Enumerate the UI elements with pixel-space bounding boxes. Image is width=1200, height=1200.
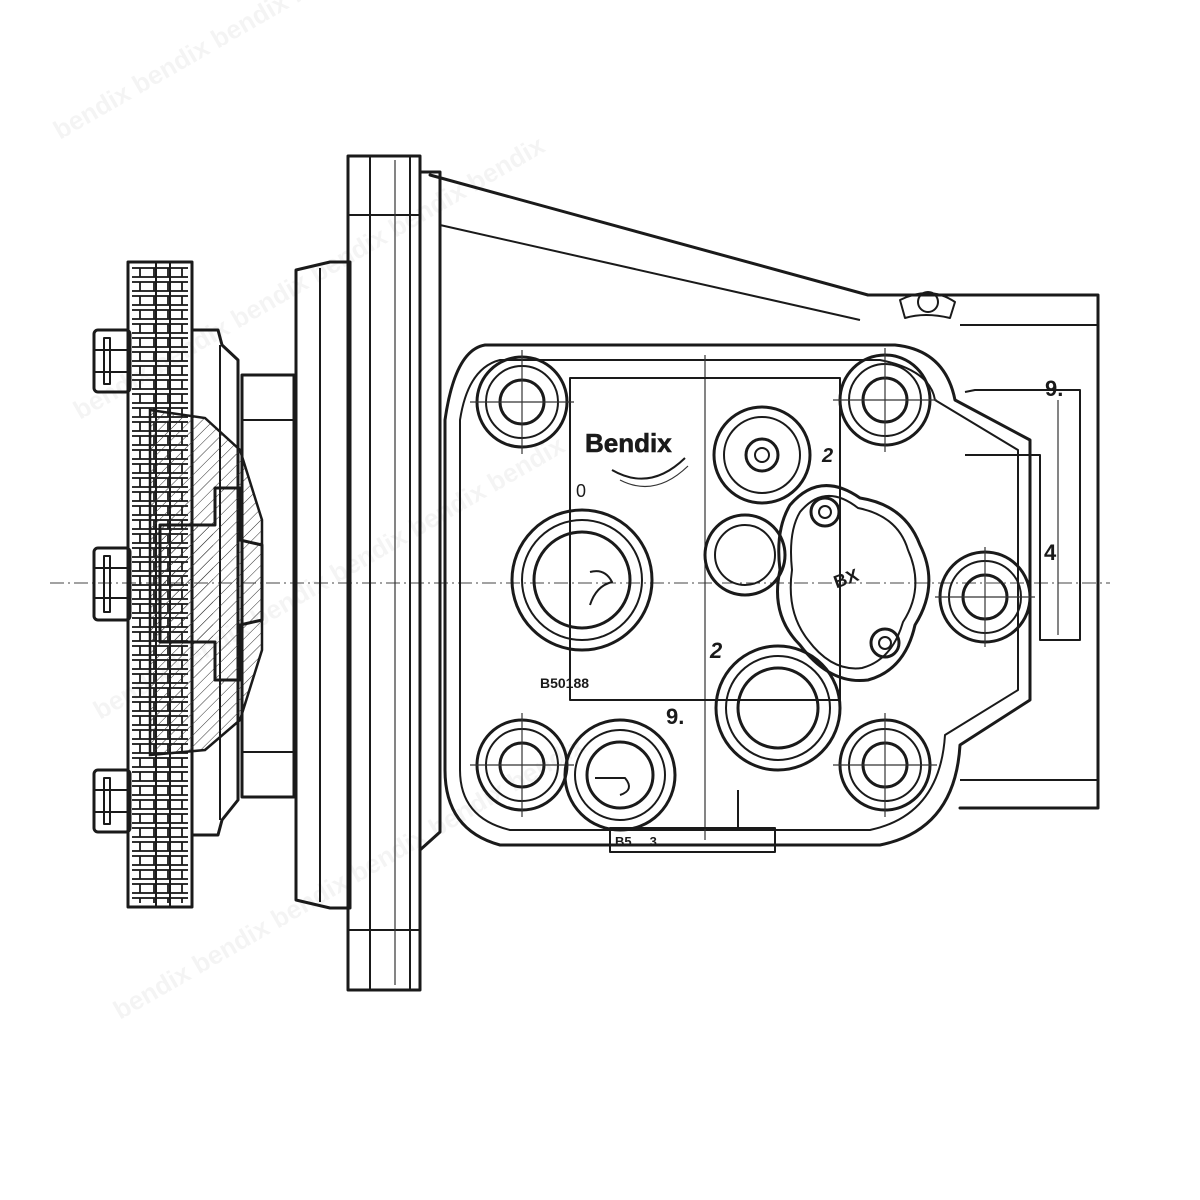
bolt-head-right (935, 547, 1035, 647)
bolt-top (92, 328, 132, 394)
bottom-nameplate (609, 790, 776, 853)
svg-text:bendix bendix bendix bendix be: bendix bendix bendix bendix bendix bendi… (48, 0, 530, 145)
crankcase-body (418, 170, 1100, 852)
port-label-0: 0 (576, 481, 586, 501)
brand-swoosh-2 (619, 465, 689, 488)
mounting-flange (346, 154, 422, 992)
bolt-middle (92, 546, 132, 622)
plate-marking: B50188 (540, 675, 589, 691)
port-label-4: 4 (1044, 540, 1057, 565)
port-middle-small (703, 513, 787, 597)
brand-logo: Bendix (585, 428, 672, 458)
port-label-9-top: 9. (1045, 376, 1063, 401)
bolt-head-br (833, 713, 937, 817)
port-0-main (510, 508, 654, 652)
brand-swoosh (611, 457, 686, 480)
port-2-lower (714, 644, 842, 772)
port-label-2-lower: 2 (709, 638, 723, 663)
cover-text: BX (831, 565, 861, 592)
port-label-9-bottom: 9. (666, 704, 684, 729)
shaft-section (148, 408, 264, 757)
bolt-head-tl (470, 350, 574, 454)
adapter-plate (294, 260, 352, 910)
port-9-bottom (563, 718, 677, 832)
port-2-upper (712, 405, 812, 505)
gear-bolts (92, 328, 132, 834)
bottom-marking: B5 ... 3 (615, 834, 657, 849)
head-bolts (470, 348, 1035, 817)
port-label-2-upper: 2 (821, 445, 833, 467)
governor-cover (776, 484, 931, 683)
shaft-collar (240, 373, 296, 799)
bolt-bottom (92, 768, 132, 834)
cylinder-head (443, 343, 1032, 847)
bolt-head-tr (833, 348, 937, 452)
